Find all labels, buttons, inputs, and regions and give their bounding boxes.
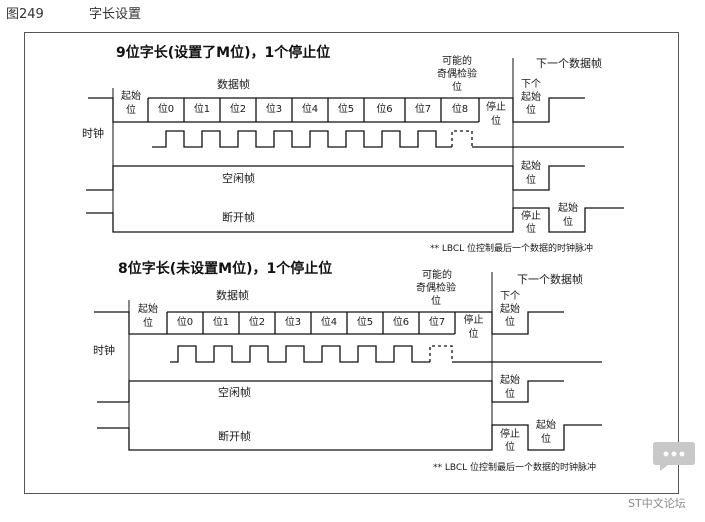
bit-label-9bit: 位4 [301, 104, 319, 115]
break-frame-label-8bit: 断开帧 [218, 430, 251, 443]
clock-waveform-8bit [170, 345, 602, 363]
bit-label-9bit: 位3 [265, 104, 283, 115]
break-waveform-9bit [86, 207, 624, 233]
next-start-label-line3-8bit: 位 [505, 317, 515, 328]
bit-label-8bit: 位7 [428, 317, 446, 328]
break-stop-label-line1-9bit: 停止 [521, 211, 541, 222]
bit-label-8bit: 位4 [320, 317, 338, 328]
chat-bubble-icon [653, 442, 695, 471]
stop-bit-label-line1-9bit: 停止 [486, 102, 506, 113]
clock-label-9bit: 时钟 [82, 127, 104, 140]
start-bit-label-line1-9bit: 起始 [121, 91, 141, 102]
idle-start-label-line2-9bit: 位 [526, 175, 536, 186]
bit-label-8bit: 位3 [284, 317, 302, 328]
next-start-label-line3-9bit: 位 [526, 105, 536, 116]
idle-frame-label-8bit: 空闲帧 [218, 386, 251, 399]
bit-label-9bit: 位6 [376, 104, 393, 115]
footnote-9bit: ** LBCL 位控制最后一个数据的时钟脉冲 [430, 244, 594, 254]
bit-label-9bit: 位2 [229, 104, 247, 115]
bit-label-8bit: 位1 [212, 317, 230, 328]
parity-label-line2-8bit: 奇偶检验 [416, 283, 456, 294]
watermark-text: ST中文论坛 [628, 497, 686, 510]
bit-label-9bit: 位7 [414, 104, 432, 115]
boundary-lines-8bit [128, 272, 493, 450]
next-start-label-line1-8bit: 下个 [500, 291, 520, 302]
idle-frame-label-9bit: 空闲帧 [222, 172, 255, 185]
break-stop-label-line1-8bit: 停止 [500, 429, 520, 440]
stop-bit-label-line2-9bit: 位 [491, 116, 501, 127]
clock-waveform-9bit [152, 130, 624, 148]
parity-label-line1-9bit: 可能的 [442, 56, 472, 67]
idle-start-label-line1-8bit: 起始 [500, 375, 520, 386]
next-start-label-line2-8bit: 起始 [500, 304, 520, 315]
break-frame-label-9bit: 断开帧 [222, 211, 255, 224]
break-start-label-line1-8bit: 起始 [536, 420, 556, 431]
parity-label-line1-8bit: 可能的 [422, 270, 452, 281]
clock-label-8bit: 时钟 [93, 344, 115, 357]
data-frame-label-8bit: 数据帧 [216, 289, 249, 302]
parity-label-line3-9bit: 位 [452, 82, 462, 93]
section-heading-8bit: 8位字长(未设置M位)，1个停止位 [118, 261, 333, 277]
section-heading-9bit: 9位字长(设置了M位)，1个停止位 [116, 45, 331, 61]
next-frame-label-9bit: 下一个数据帧 [536, 57, 602, 70]
idle-start-label-line1-9bit: 起始 [521, 161, 541, 172]
idle-waveform-9bit [86, 165, 585, 191]
idle-waveform-8bit [97, 380, 564, 403]
bit-label-8bit: 位0 [176, 317, 194, 328]
figure-number: 图249 [6, 7, 44, 22]
parity-label-line3-8bit: 位 [431, 296, 441, 307]
boundary-lines-9bit [112, 58, 514, 232]
bit-label-9bit: 位5 [337, 104, 355, 115]
bit-label-8bit: 位2 [248, 317, 266, 328]
break-start-label-line1-9bit: 起始 [558, 203, 578, 214]
diagram-frame [24, 32, 679, 494]
parity-label-line2-9bit: 奇偶检验 [437, 69, 477, 80]
bit-label-8bit: 位5 [356, 317, 374, 328]
start-bit-label-line1-8bit: 起始 [138, 304, 158, 315]
break-stop-label-line2-8bit: 位 [505, 442, 515, 453]
bit-label-9bit: 位8 [451, 104, 469, 115]
break-stop-label-line2-9bit: 位 [526, 224, 536, 235]
idle-start-label-line2-8bit: 位 [505, 389, 515, 400]
data-frame-label-9bit: 数据帧 [217, 78, 250, 91]
next-start-label-line1-9bit: 下个 [521, 79, 541, 90]
break-start-label-line2-9bit: 位 [563, 217, 573, 228]
next-frame-label-8bit: 下一个数据帧 [517, 273, 583, 286]
start-bit-label-line2-9bit: 位 [126, 105, 136, 116]
bit-label-8bit: 位6 [392, 317, 410, 328]
start-bit-label-line2-8bit: 位 [143, 318, 153, 329]
break-waveform-8bit [97, 424, 602, 451]
next-start-label-line2-9bit: 起始 [521, 92, 541, 103]
figure-title: 字长设置 [89, 7, 142, 22]
bit-label-9bit: 位1 [193, 104, 211, 115]
stop-bit-label-line2-8bit: 位 [468, 329, 479, 340]
stop-bit-label-line1-8bit: 停止 [463, 315, 484, 326]
footnote-8bit: ** LBCL 位控制最后一个数据的时钟脉冲 [433, 463, 597, 473]
bit-label-9bit: 位0 [157, 104, 175, 115]
break-start-label-line2-8bit: 位 [541, 434, 551, 445]
